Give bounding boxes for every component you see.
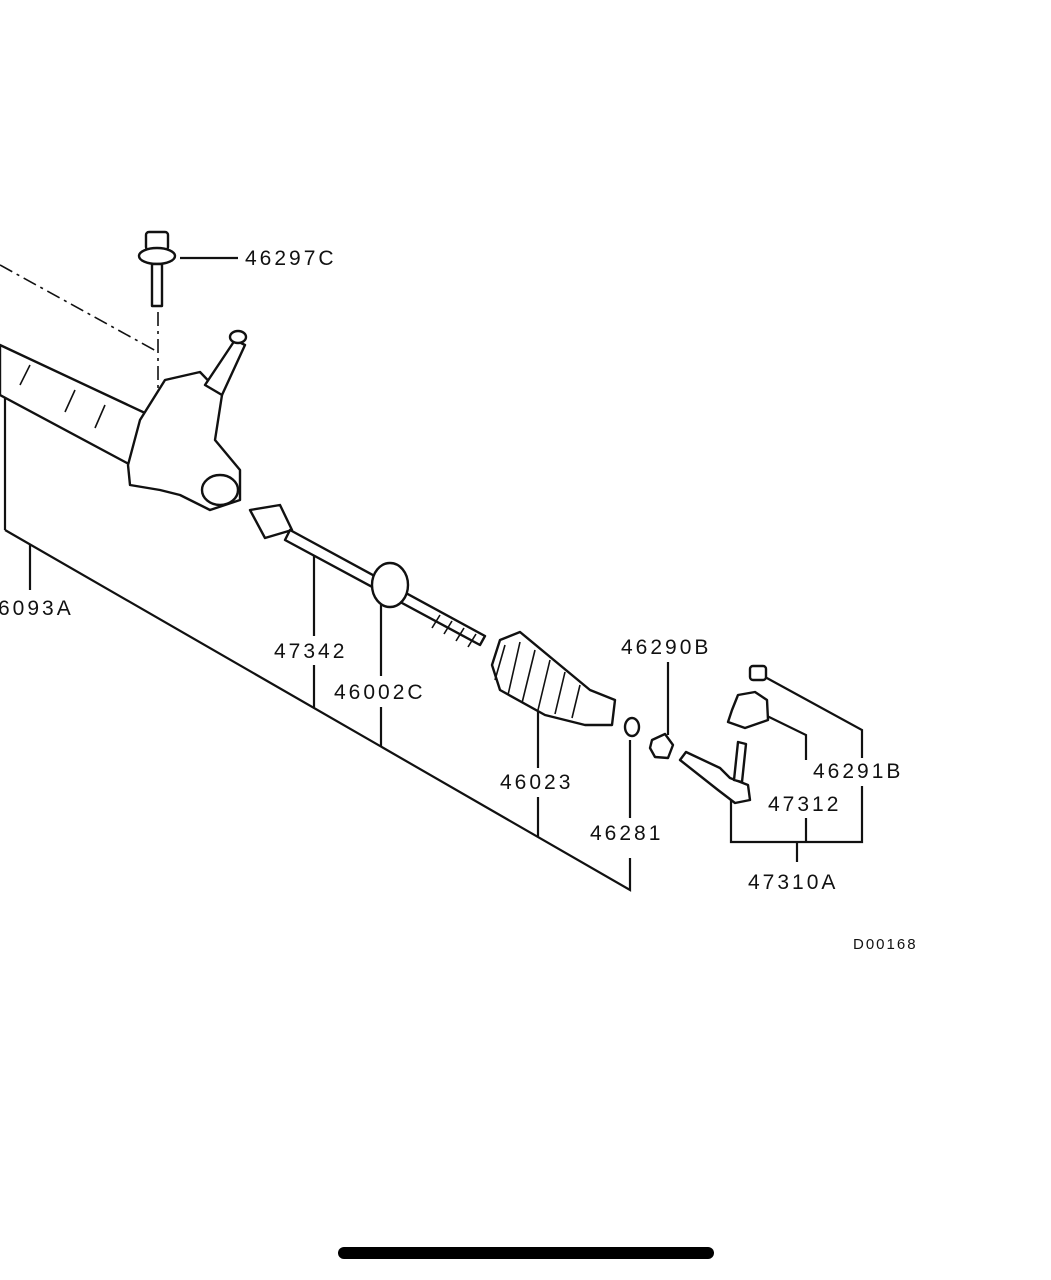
end-nut-part bbox=[748, 664, 768, 682]
callout-46290B: 46290B bbox=[621, 636, 711, 659]
callout-46291B: 46291B bbox=[813, 760, 903, 783]
clip-part bbox=[370, 561, 410, 609]
bolt-part bbox=[137, 230, 177, 308]
callout-6093A: 6093A bbox=[0, 597, 74, 620]
nut-part bbox=[648, 732, 675, 760]
callout-46297C: 46297C bbox=[245, 247, 337, 270]
home-indicator[interactable] bbox=[338, 1247, 714, 1259]
figure-code: D00168 bbox=[853, 936, 918, 953]
inner-joint-part bbox=[248, 503, 294, 540]
rack-housing-part bbox=[0, 329, 248, 512]
callout-46281: 46281 bbox=[590, 822, 663, 845]
callout-46002C: 46002C bbox=[334, 681, 426, 704]
tie-rod-end-part bbox=[678, 740, 752, 805]
leader-lines bbox=[0, 256, 864, 892]
callout-46023: 46023 bbox=[500, 771, 573, 794]
band-part bbox=[623, 716, 641, 738]
dust-cover-part bbox=[726, 690, 770, 730]
callout-47312: 47312 bbox=[768, 793, 841, 816]
callout-47310A: 47310A bbox=[748, 871, 838, 894]
callout-47342: 47342 bbox=[274, 640, 347, 663]
boot-part bbox=[490, 630, 617, 727]
